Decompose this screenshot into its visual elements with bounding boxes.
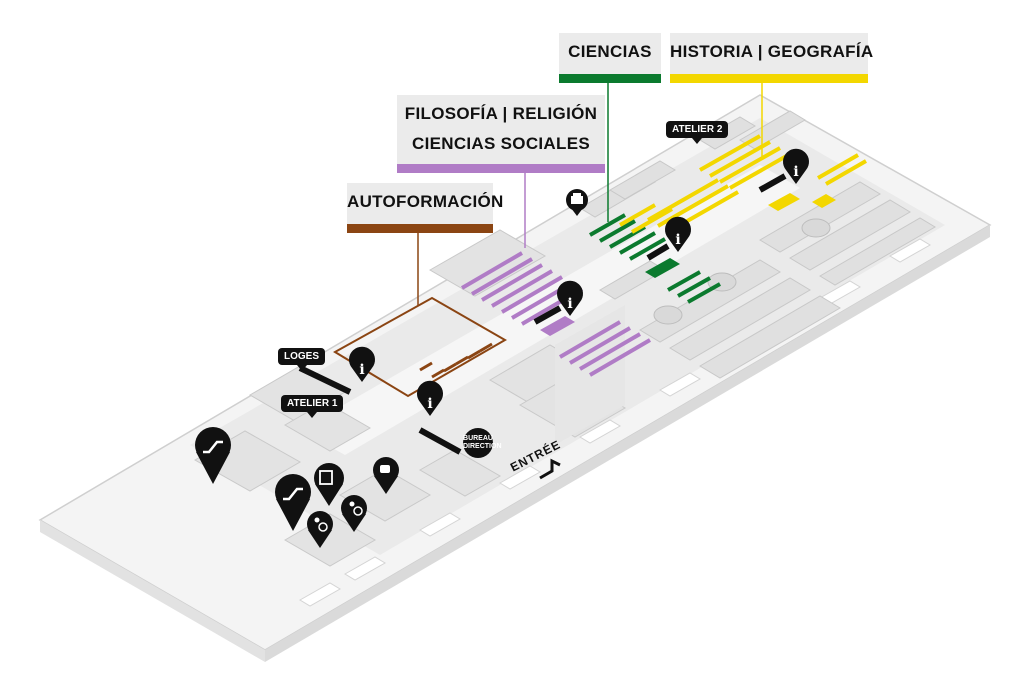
label-ciencias-bar [559,74,661,83]
label-historia-text: HISTORIA | GEOGRAFÍA [670,42,874,61]
pins: i i i i i [195,148,809,548]
accessible-toilet-icon [307,511,333,548]
yellow-shelves [619,134,867,234]
svg-text:i: i [567,296,572,312]
counters [298,173,787,455]
yellow-desk [768,193,800,211]
floor-edge-right [265,225,990,662]
label-filosofia-bar [397,164,605,173]
pin-atelier2: ATELIER 2 [666,121,729,144]
entrance-arrow-icon [539,458,561,480]
escalator-icon [275,474,311,531]
coffee-icon [373,457,399,494]
floor-inner [190,118,945,555]
green-desk [645,258,680,278]
label-historia: HISTORIA | GEOGRAFÍA [670,33,874,83]
svg-text:i: i [675,232,680,248]
svg-text:i: i [793,164,798,180]
label-filosofia-line1: FILOSOFÍA | RELIGIÓN [404,104,598,123]
pin-atelier1: ATELIER 1 [281,395,344,418]
info-icon: i [349,346,376,382]
label-ciencias: CIENCIAS [559,33,661,83]
label-filosofia-line2: CIENCIAS SOCIALES [412,134,590,153]
escalator-icon [195,427,231,484]
printer-icon [566,189,588,216]
pin-bureau-direction: BUREAU DIRECTION [463,428,502,458]
label-autoformacion-text: AUTOFORMACIÓN [347,192,504,211]
yellow-desk-small [812,194,836,208]
info-icon: i [417,380,443,416]
accessible-toilet-icon [341,495,367,532]
floor-edge [40,520,265,662]
pin-loges: LOGES [278,348,326,371]
autoformacion-room [333,296,508,398]
svg-text:i: i [427,396,432,412]
pin-bureau-line2: DIRECTION [463,443,502,450]
label-filosofia: FILOSOFÍA | RELIGIÓN CIENCIAS SOCIALES [397,95,605,173]
round-tables [653,218,831,325]
label-autoformacion: AUTOFORMACIÓN [347,183,504,233]
elevator-icon [314,463,344,506]
label-historia-bar [670,74,868,83]
info-icon: i [557,280,583,316]
svg-text:i: i [359,362,364,378]
green-shelves [589,213,721,304]
brown-shelves [419,342,493,379]
purple-desk [540,316,575,336]
label-autoformacion-bar [347,224,493,233]
label-ciencias-text: CIENCIAS [568,42,652,61]
info-icon: i [783,148,809,184]
pin-bureau-line1: BUREAU [463,435,493,442]
info-icon: i [665,216,691,252]
